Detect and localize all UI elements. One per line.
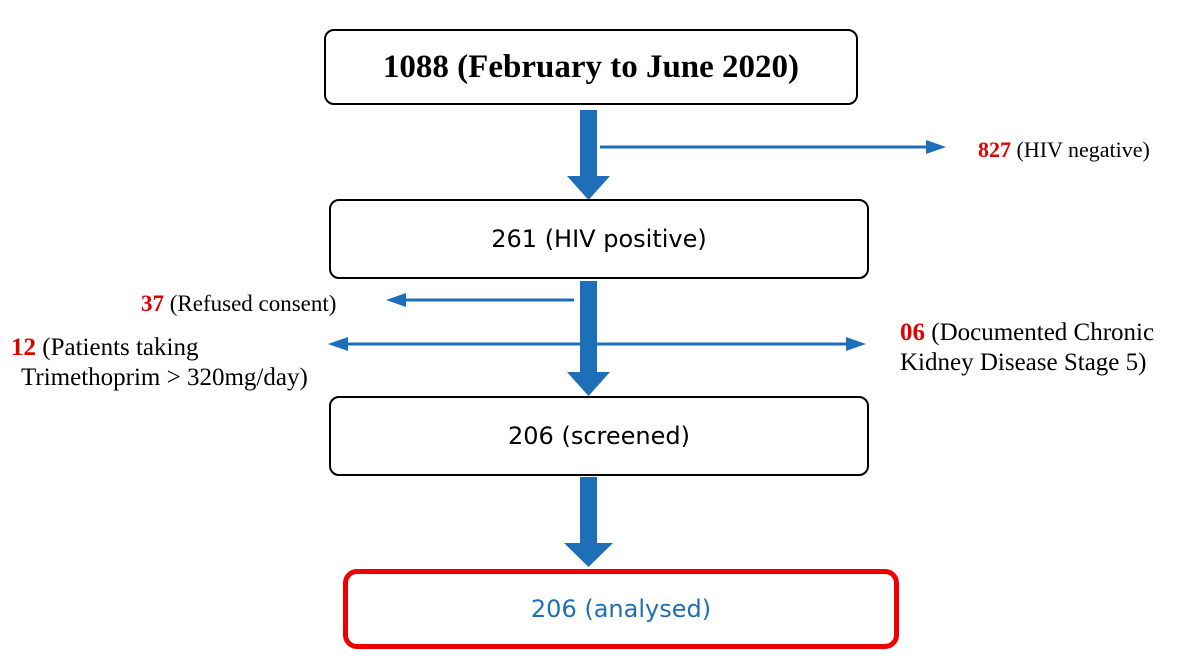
exclusion-arrow-trimethoprim-ckd: [328, 337, 866, 351]
trimethoprim-count: 12: [11, 334, 36, 361]
hiv-negative-count: 827: [978, 137, 1011, 162]
analysed-box: 206 (analysed): [343, 569, 899, 649]
ckd-text-line1: (Documented Chronic: [931, 319, 1155, 346]
exclusion-arrow-refused-consent: [386, 293, 574, 307]
main-arrow-1: [567, 110, 610, 200]
hiv-positive-label: 261 (HIV positive): [491, 225, 707, 253]
screened-box: 206 (screened): [329, 396, 869, 476]
trimethoprim-text-line2: Trimethoprim > 320mg/day): [21, 364, 308, 391]
refused-consent-label: 37 (Refused consent): [141, 291, 336, 317]
analysed-label: 206 (analysed): [530, 595, 712, 623]
refused-consent-text: (Refused consent): [169, 291, 337, 316]
total-enrolled-label: 1088 (February to June 2020): [382, 48, 800, 85]
ckd-label: 06 (Documented Chronic Kidney Disease St…: [900, 318, 1154, 378]
screened-label: 206 (screened): [508, 422, 690, 450]
main-arrow-3: [564, 477, 613, 567]
hiv-positive-box: 261 (HIV positive): [329, 199, 869, 279]
total-enrolled-box: 1088 (February to June 2020): [324, 29, 858, 105]
exclusion-arrow-hiv-negative: [600, 140, 946, 154]
trimethoprim-text-line1: (Patients taking: [42, 334, 199, 361]
hiv-negative-label: 827 (HIV negative): [978, 137, 1150, 163]
refused-consent-count: 37: [141, 291, 164, 316]
ckd-count: 06: [900, 319, 925, 346]
ckd-text-line2: Kidney Disease Stage 5): [900, 349, 1147, 376]
hiv-negative-text: (HIV negative): [1016, 137, 1150, 162]
main-arrow-2: [567, 281, 610, 396]
trimethoprim-label: 12 (Patients taking Trimethoprim > 320mg…: [11, 333, 308, 393]
